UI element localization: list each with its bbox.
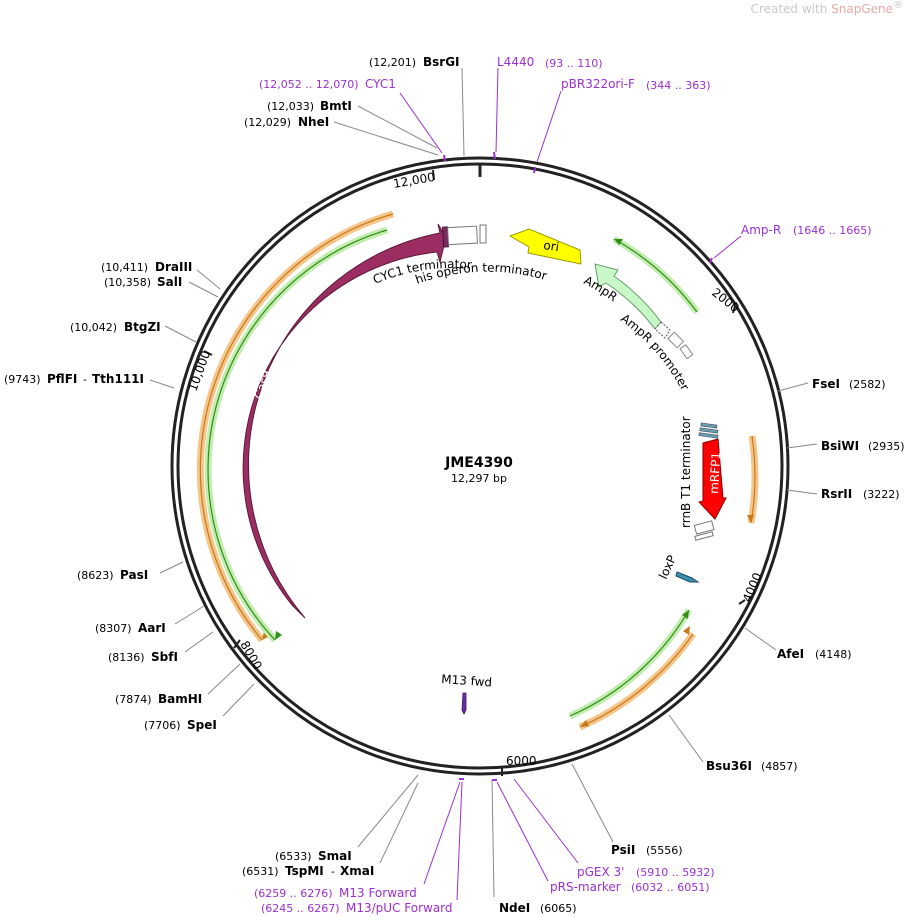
tick-label: 4000 xyxy=(740,571,765,605)
primer-m13-forward[interactable]: (6259 .. 6276)M13 Forward xyxy=(254,886,417,900)
primer-pbr322ori-f[interactable]: pBR322ori-F(344 .. 363) xyxy=(561,77,711,92)
enzyme-bamhi[interactable]: (7874)BamHI xyxy=(115,692,202,706)
enzyme-bsrgi[interactable]: (12,201)BsrGI xyxy=(369,55,460,69)
orf-left-green-line xyxy=(207,229,388,641)
enzyme-sbfi[interactable]: (8136)SbfI xyxy=(108,650,178,664)
m13-fwd-feature[interactable] xyxy=(461,692,467,715)
loxp-feature[interactable] xyxy=(675,571,700,583)
primer-leader-lines xyxy=(399,67,742,901)
enzyme-tspmi-xmai[interactable]: (6531)TspMI-XmaI xyxy=(242,864,374,878)
plasmid-length: 12,297 bp xyxy=(451,472,507,485)
backbone-outer xyxy=(170,156,790,776)
mrfp1-end-box xyxy=(693,520,715,535)
primer-pgex3[interactable]: pGEX 3'(5910 .. 5932) xyxy=(577,865,715,879)
tick-label: 6000 xyxy=(506,754,537,768)
orf-bottom-green-line xyxy=(569,609,690,717)
enzyme-fsei[interactable]: FseI(2582) xyxy=(812,377,886,391)
enzyme-rsrii[interactable]: RsrII(3222) xyxy=(821,487,900,501)
enzyme-nhei[interactable]: (12,029)NheI xyxy=(244,115,329,129)
mrfp1-feature[interactable] xyxy=(698,438,727,520)
rrnb-terminator-label: rrnB T1 terminator xyxy=(679,416,693,528)
primer-marks xyxy=(443,151,713,781)
enzyme-pasi[interactable]: (8623)PasI xyxy=(77,568,148,582)
orf-bottom-orange-arc xyxy=(578,631,696,731)
rrnb-terminator-feature[interactable] xyxy=(698,422,719,439)
orf-left-orange-arrowhead xyxy=(262,631,270,640)
orf-right-orange-arrowhead xyxy=(747,515,754,523)
ori-feature[interactable] xyxy=(508,228,582,265)
enzyme-ndei[interactable]: NdeI(6065) xyxy=(499,901,577,915)
cas9-feature[interactable] xyxy=(242,223,447,619)
his-terminator-small-box xyxy=(479,224,487,244)
orf-left-green-arrowhead xyxy=(275,631,282,640)
ampr-promoter-box-2 xyxy=(679,344,694,360)
orf-bottom-orange-arrowhead xyxy=(580,720,589,727)
ampr-feature[interactable] xyxy=(594,263,662,330)
ampr-promoter-box[interactable] xyxy=(667,331,685,349)
snapgene-watermark: Created with SnapGene® xyxy=(751,0,903,16)
enzyme-draiii[interactable]: (10,411)DraIII xyxy=(101,260,192,274)
his-terminator-box[interactable] xyxy=(447,225,478,246)
enzyme-btgzi[interactable]: (10,042)BtgZI xyxy=(70,320,161,334)
orf-topright-green-arc xyxy=(612,235,700,315)
tick-marks xyxy=(203,169,746,776)
enzyme-aari[interactable]: (8307)AarI xyxy=(95,621,166,635)
tick-label: 10,000 xyxy=(186,349,214,393)
primer-cyc1[interactable]: (12,052 .. 12,070)CYC1 xyxy=(259,77,396,91)
enzyme-pflfi-tth111i[interactable]: (9743)PflFI-Tth111I xyxy=(4,372,144,386)
enzyme-bsu36i[interactable]: Bsu36I(4857) xyxy=(706,759,798,773)
enzyme-sali[interactable]: (10,358)SalI xyxy=(104,275,182,289)
plasmid-name: JME4390 xyxy=(444,455,513,471)
orf-left-orange-line xyxy=(199,213,394,641)
enzyme-afei[interactable]: AfeI(4148) xyxy=(777,647,852,661)
orf-bottom-green-arrowhead xyxy=(682,610,689,619)
m13-fwd-label: M13 fwd xyxy=(441,672,493,690)
loxp-label: loxP xyxy=(656,553,679,581)
orf-topright-green-line xyxy=(613,238,698,313)
tick-label: 8000 xyxy=(237,639,264,672)
primer-prs-marker[interactable]: pRS-marker(6032 .. 6051) xyxy=(550,880,710,894)
enzyme-spei[interactable]: (7706)SpeI xyxy=(144,718,217,732)
enzyme-bsiwi[interactable]: BsiWI(2935) xyxy=(821,439,905,453)
cas9-label: Cas9 xyxy=(252,368,274,401)
orf-bottom-orange-line xyxy=(579,633,694,728)
leader-lines xyxy=(149,67,818,898)
primer-amp-r[interactable]: Amp-R(1646 .. 1665) xyxy=(741,223,872,237)
primer-l4440[interactable]: L4440(93 .. 110) xyxy=(497,55,603,70)
watermark-prefix: Created with xyxy=(750,2,832,16)
enzyme-bmti[interactable]: (12,033)BmtI xyxy=(267,99,352,113)
tick-label: 12,000 xyxy=(392,170,436,191)
ori-label: ori xyxy=(543,238,560,254)
mrfp1-label: mRFP1 xyxy=(707,452,723,494)
enzyme-smai[interactable]: (6533)SmaI xyxy=(275,849,352,863)
watermark-brand: SnapGene xyxy=(831,2,893,16)
orf-topright-green-arrowhead xyxy=(614,239,623,245)
ampr-hatched-end xyxy=(654,321,671,339)
mrfp1-end-box-2 xyxy=(694,531,714,541)
watermark-mark: ® xyxy=(893,0,903,11)
orf-bottom-orange-arrowhead-2 xyxy=(683,626,690,635)
primer-m13-puc-forward[interactable]: (6245 .. 6267)M13/pUC Forward xyxy=(261,901,453,915)
enzyme-psii[interactable]: PsiI(5556) xyxy=(611,843,683,857)
